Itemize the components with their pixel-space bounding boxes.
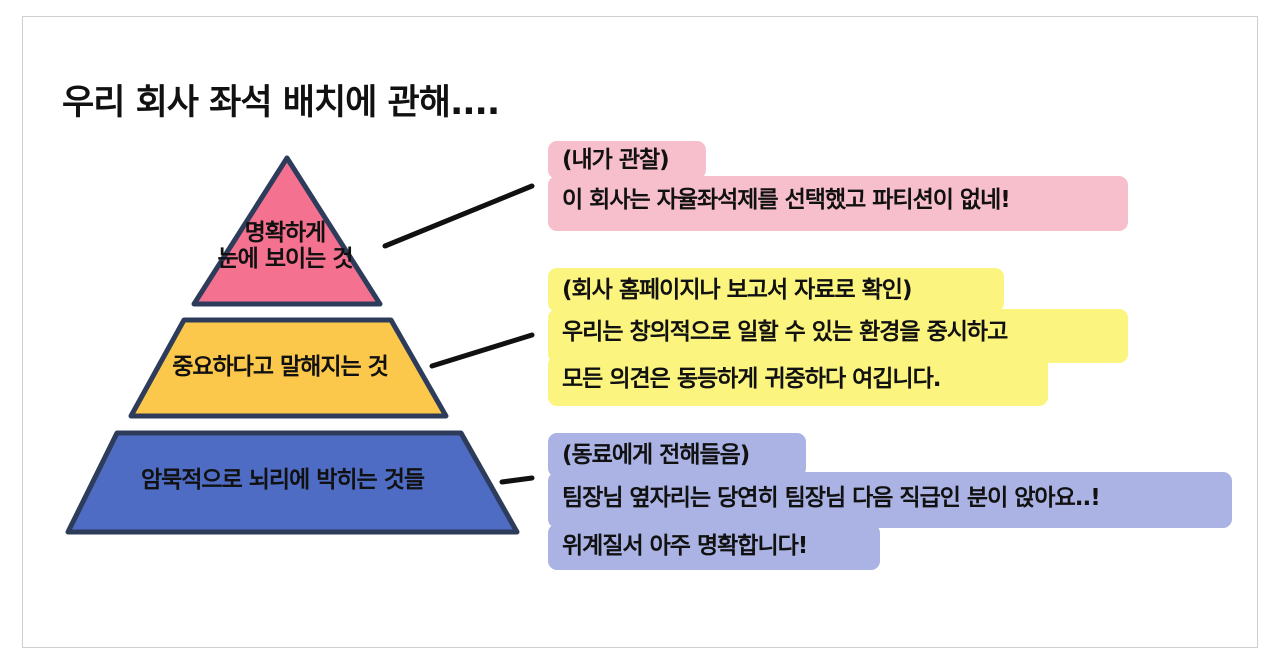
connector-middle: [429, 332, 535, 369]
note-body-line: 모든 의견은 동등하게 귀중하다 여깁니다.: [548, 356, 1048, 406]
pyramid-top-tier: [191, 155, 383, 307]
note-heading: (회사 홈페이지나 보고서 자료로 확인): [548, 268, 1004, 312]
connector-bottom: [499, 475, 535, 485]
pyramid-middle-label: 중요하다고 말해지는 것: [172, 354, 389, 380]
note-body-line: 이 회사는 자율좌석제를 선택했고 파티션이 없네!: [548, 176, 1128, 231]
slide-frame: [22, 16, 1258, 648]
pyramid-top-label-line: 눈에 보이는 것: [217, 246, 354, 272]
pyramid-middle-tier: [128, 317, 449, 419]
note-body-line: 팀장님 옆자리는 당연히 팀장님 다음 직급인 분이 앉아요..!: [548, 472, 1232, 528]
note-body-line: 위계질서 아주 명확합니다!: [548, 524, 880, 570]
connector-top: [382, 183, 535, 249]
note-body-line: 우리는 창의적으로 일할 수 있는 환경을 중시하고: [548, 309, 1128, 363]
pyramid-top-label-line: 명확하게: [244, 220, 327, 246]
note-heading: (동료에게 전해들음): [548, 433, 806, 477]
pyramid-top-label: 명확하게 눈에 보이는 것: [170, 220, 400, 272]
pyramid-bottom-tier: [65, 430, 520, 535]
page-title: 우리 회사 좌석 배치에 관해....: [62, 83, 500, 123]
note-heading: (내가 관찰): [548, 141, 706, 179]
pyramid-bottom-label: 암묵적으로 뇌리에 박히는 것들: [140, 467, 425, 493]
